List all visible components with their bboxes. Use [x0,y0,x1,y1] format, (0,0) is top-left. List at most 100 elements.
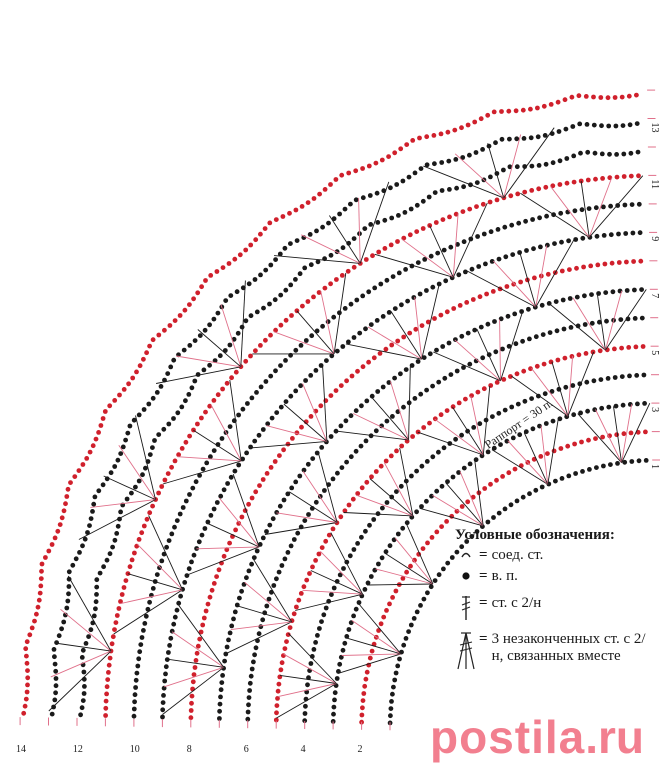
chain-dot [328,393,334,398]
chain-dot [271,583,277,588]
chain-dot [65,598,71,604]
chain-dot [203,608,209,614]
chain-dot [174,518,180,523]
chain-dot [553,478,558,484]
chain-dot [248,242,254,248]
chain-dot [485,519,491,525]
cluster-stroke [113,589,183,635]
chain-dot [120,444,126,450]
chain-dot [141,407,147,412]
chain-dot [168,635,174,641]
chain-dot [636,458,642,464]
cluster-stroke [60,608,112,652]
chain-dot [331,216,337,222]
chain-dot [106,670,111,675]
chain-dot [407,232,413,238]
chain-dot [472,327,478,333]
chain-dot [104,476,110,482]
chain-dot [620,402,626,408]
chain-dot [579,439,584,445]
chain-dot [191,672,197,677]
chain-dot [510,435,516,441]
chain-dot [567,267,572,272]
cluster-stroke [459,471,484,527]
chain-dot [284,639,289,644]
legend-title: Условные обозначения: [455,527,615,543]
chain-dot [404,569,409,575]
chain-dot [201,367,207,373]
chain-dot [557,158,563,164]
chain-dot [85,530,90,535]
cluster-stroke [454,339,501,382]
chain-dot [282,556,288,562]
chain-dot [487,199,493,205]
chain-dot [293,388,299,394]
chain-dot [420,226,426,231]
chain-dot [485,112,491,118]
cluster-stroke [567,356,574,417]
cluster-stroke [470,395,484,456]
chain-dot [107,655,113,661]
chain-dot [283,399,289,404]
chain-dot [79,705,85,711]
chain-dot [456,400,462,406]
chain-dot [245,401,250,406]
chain-dot [198,629,204,635]
chain-dot [112,398,118,403]
chain-dot [424,288,429,293]
chain-dot [245,709,251,715]
chain-dot [574,265,579,271]
chain-dot [139,530,145,536]
chain-dot [322,488,327,493]
chain-dot [188,708,194,713]
chain-dot [372,567,378,573]
chain-dot [24,689,30,695]
chain-dot [228,293,234,298]
chain-dot [540,332,546,337]
chain-dot [145,606,151,612]
chain-dot [267,220,273,226]
chain-dot [395,338,401,344]
chain-dot [628,430,634,436]
chain-dot [263,337,268,343]
chain-dot [367,522,372,528]
chain-dot [600,176,605,181]
chain-dot [573,237,579,242]
chain-dot [418,391,424,397]
chain-dot [51,647,57,652]
chain-dot [25,682,30,688]
chain-dot [373,160,379,166]
chain-dot [189,700,194,706]
chain-dot [104,691,109,697]
chain-dot [436,572,442,578]
chain-dot [338,654,344,660]
chain-dot [224,644,230,650]
chain-dot [64,494,70,499]
chain-dot [169,531,175,537]
chain-dot [298,591,304,596]
chain-dot [129,490,134,496]
chain-dot [467,152,472,158]
chain-dot [112,464,118,469]
chain-dot [326,532,332,538]
cluster-stroke [596,293,606,351]
chain-dot [297,271,303,277]
chain-dot [246,695,252,700]
chain-dot [539,484,545,490]
cluster-stroke [277,683,337,698]
chain-dot [589,320,595,326]
chain-dot [357,330,363,336]
chain-dot [141,356,146,362]
chain-dot [304,577,310,583]
chain-dot [265,421,271,427]
chain-dot [100,416,106,421]
cluster-stroke [240,280,246,367]
chain-dot [547,330,553,335]
chain-dot [612,346,617,352]
chain-dot [323,538,329,544]
chain-dot [212,358,218,363]
chain-dot [490,289,496,294]
chain-dot [356,600,362,605]
